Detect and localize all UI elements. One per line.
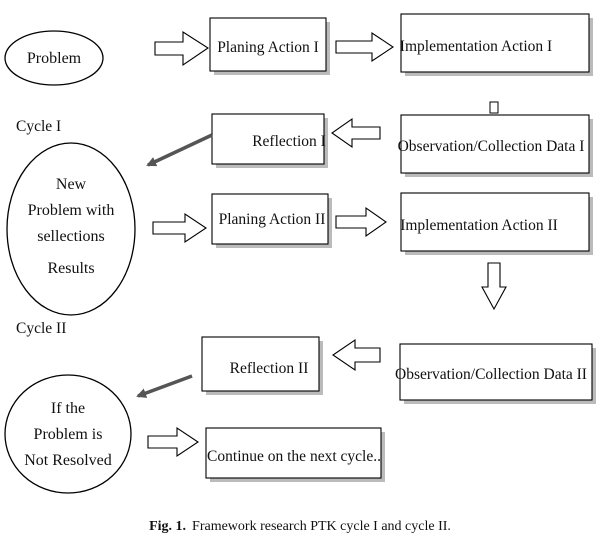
not-resolved-line-1: If the xyxy=(51,400,85,417)
arrow-obs-2-to-reflection-2 xyxy=(332,338,381,372)
new-problem-line-1: New xyxy=(56,176,87,193)
new-problem-line-2: Problem with xyxy=(28,202,115,219)
new-problem-line-4: Results xyxy=(47,260,94,277)
continue-label: Continue on the next cycle.. xyxy=(207,448,381,465)
planing-action-2-label: Planing Action II xyxy=(219,211,326,228)
new-problem-line-3: sellections xyxy=(37,228,105,245)
connector-impl-1-to-obs-1 xyxy=(489,101,499,114)
observation-2-label: Observation/Collection Data II xyxy=(395,366,587,383)
implementation-action-1-label: Implementation Action I xyxy=(400,38,552,55)
arrow-problem-to-planing-1 xyxy=(154,30,209,67)
figure-caption-text: Framework research PTK cycle I and cycle… xyxy=(192,519,451,534)
problem-ellipse xyxy=(4,30,104,86)
dark-arrow-reflection-2-to-not-resolved xyxy=(136,374,193,398)
not-resolved-ellipse xyxy=(4,374,132,494)
arrow-planing-1-to-impl-1 xyxy=(335,31,394,63)
reflection-1-label: Reflection I xyxy=(252,133,326,150)
arrow-new-problem-to-planing-2 xyxy=(152,212,207,244)
arrow-impl-2-to-obs-2 xyxy=(481,262,507,311)
figure-caption-number: Fig. 1. xyxy=(149,519,186,534)
implementation-action-2-label: Implementation Action II xyxy=(400,217,558,234)
cycle-2-label: Cycle II xyxy=(16,320,66,337)
planing-action-1-label: Planing Action I xyxy=(217,39,319,56)
figure-caption: Fig. 1. Framework research PTK cycle I an… xyxy=(149,519,451,534)
arrow-not-resolved-to-continue xyxy=(147,426,199,458)
dark-arrow-reflection-1-to-new-problem xyxy=(146,133,213,167)
new-problem-ellipse xyxy=(6,142,136,316)
arrow-obs-1-to-reflection-1 xyxy=(331,117,381,149)
problem-label: Problem xyxy=(27,50,82,67)
cycle-1-label: Cycle I xyxy=(16,118,61,135)
not-resolved-line-3: Not Resolved xyxy=(24,452,112,469)
observation-1-label: Observation/Collection Data I xyxy=(398,138,585,155)
reflection-2-label: Reflection II xyxy=(230,360,309,377)
not-resolved-line-2: Problem is xyxy=(34,426,103,443)
arrow-planing-2-to-impl-2 xyxy=(335,206,387,238)
